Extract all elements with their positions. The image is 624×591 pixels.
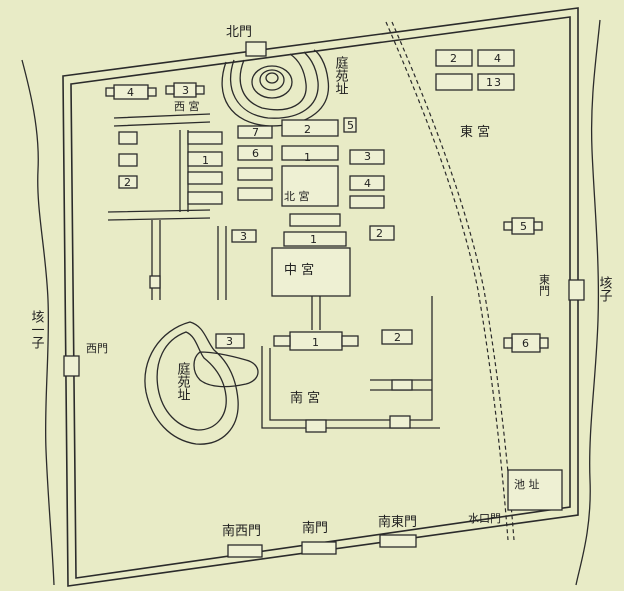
- ep-num-1: 1: [486, 76, 493, 89]
- sp-num-3: 3: [226, 335, 233, 348]
- west-palace-group: [105, 82, 211, 189]
- east-gate-label: 東門: [538, 274, 551, 297]
- north-palace-group: [107, 117, 385, 300]
- south-gate-marker: [301, 541, 337, 555]
- west-gate-label: 西門: [86, 342, 108, 355]
- outer-wall: [62, 7, 579, 587]
- east-gate-marker: [568, 279, 585, 301]
- map-labels: 北門 西門 東門 南西門 南門 南東門 水口門 池 址 西 宮 北 宮 中 宮 …: [29, 25, 613, 539]
- north-palace-label: 北 宮: [284, 189, 310, 203]
- np-num-5: 5: [347, 119, 354, 132]
- southeast-gate-label: 南東門: [378, 514, 417, 530]
- north-gate-label: 北門: [226, 25, 252, 40]
- river-right-label: 垓子: [597, 276, 613, 302]
- np-num-6: 6: [252, 147, 259, 160]
- garden-site-ne-label: 庭苑址: [333, 55, 349, 95]
- central-palace-group: [149, 213, 395, 330]
- wp-num-4: 4: [127, 86, 134, 99]
- southwest-gate-label: 南西門: [222, 523, 261, 539]
- right-river: [575, 19, 601, 586]
- left-river: [21, 59, 55, 586]
- central-palace-label: 中 宮: [284, 262, 314, 278]
- ep-num-3: 3: [494, 76, 501, 89]
- np-num-2: 2: [304, 123, 311, 136]
- sp-num-1: 1: [312, 336, 319, 349]
- cp-num-1: 1: [310, 233, 317, 246]
- south-palace-label: 南 宮: [290, 390, 320, 406]
- np-num-4: 4: [364, 177, 371, 190]
- west-palace-label: 西 宮: [174, 99, 200, 113]
- southwest-gate-marker: [227, 544, 263, 558]
- np-num-7: 7: [252, 126, 259, 139]
- ep-num-5: 5: [520, 220, 527, 233]
- garden-site-sw-label: 庭苑址: [175, 361, 191, 401]
- ep-num-6: 6: [522, 337, 529, 350]
- southeast-gate-marker: [379, 534, 417, 548]
- ep-num-4: 4: [494, 52, 501, 65]
- garden-southwest: [144, 321, 259, 445]
- ep-num-2: 2: [450, 52, 457, 65]
- cp-num-2: 2: [376, 227, 383, 240]
- east-palace-group: [435, 49, 549, 353]
- pond-site: [507, 469, 563, 511]
- np-num-3: 3: [364, 150, 371, 163]
- north-gate-marker: [245, 41, 267, 57]
- sp-num-2: 2: [394, 331, 401, 344]
- south-gate-label: 南門: [302, 520, 328, 536]
- wp-num-3: 3: [182, 84, 189, 97]
- south-palace-group: [215, 296, 440, 433]
- building-numbers: 4 3 2 1 2 3 4 5 6 7 1 1 2 3 1 2 3 1 2 3 …: [124, 52, 529, 350]
- cp-num-3: 3: [240, 230, 247, 243]
- water-channel: [385, 21, 515, 541]
- river-left-label: 垓一子: [29, 310, 45, 349]
- east-palace-label: 東 宮: [460, 124, 490, 140]
- np-num-1b: 1: [304, 151, 311, 164]
- water-gate-label: 水口門: [468, 512, 501, 525]
- wp-num-2: 2: [124, 176, 131, 189]
- pond-site-label: 池 址: [514, 477, 540, 491]
- west-gate-marker: [63, 355, 80, 377]
- np-num-1: 1: [202, 154, 209, 167]
